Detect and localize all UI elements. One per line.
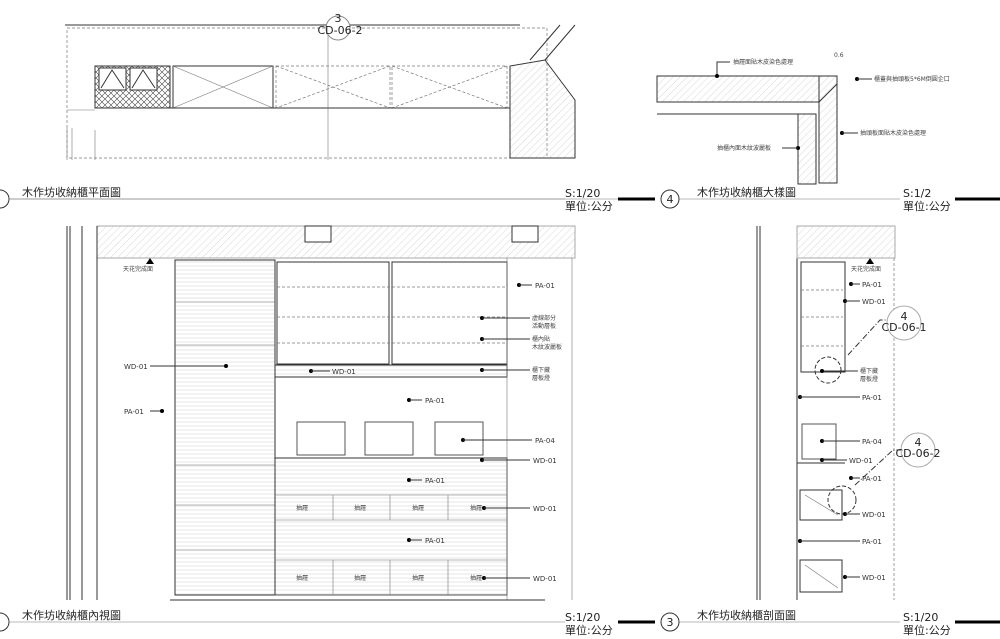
title-plan: 木作坊收納櫃平面圖 S:1/20 單位:公分 — [0, 185, 1000, 213]
note: 虛線部分 — [532, 314, 556, 322]
detail-note: 抽頭板面貼木皮染色處理 — [860, 129, 926, 137]
ceiling-label: 天花完成面 — [123, 265, 153, 273]
material-tag: WD-01 — [862, 574, 886, 582]
material-tag: WD-01 — [849, 457, 873, 465]
note: 櫃內貼 — [532, 335, 550, 343]
note: 櫃下藏 — [860, 367, 878, 375]
note: 櫃下藏 — [532, 366, 550, 374]
detail-callout-2[interactable] — [900, 432, 936, 468]
material-tag: PA-01 — [425, 537, 445, 545]
note: 層板燈 — [532, 374, 550, 382]
material-tag: PA-01 — [862, 281, 882, 289]
note: 層板燈 — [860, 375, 878, 383]
material-tag: PA-04 — [535, 437, 555, 445]
title-detail: 4 木作坊收納櫃大樣圖 S:1/2 單位:公分 — [655, 185, 1000, 220]
dimension-label: 0.6 — [834, 52, 844, 59]
material-tag: WD-01 — [862, 298, 886, 306]
detail-callout-1[interactable] — [886, 305, 922, 341]
drawing-unit: 單位:公分 — [565, 199, 613, 213]
material-tag: PA-01 — [425, 477, 445, 485]
material-tag: WD-01 — [124, 363, 148, 371]
drawer-label: 抽屜 — [296, 574, 308, 582]
drawing-unit: 單位:公分 — [903, 623, 951, 637]
detail-view: 抽屜面貼木皮染色處理 0.6 櫃蓋與抽頭板5*6M倒圓企口 抽頭板面貼木皮染色處… — [656, 52, 950, 185]
drawing-title: 木作坊收納櫃大樣圖 — [697, 185, 796, 199]
material-tag: WD-01 — [533, 505, 557, 513]
material-tag: PA-01 — [862, 538, 882, 546]
callout-ref: CD-06-2 — [317, 24, 362, 37]
material-tag: WD-01 — [533, 575, 557, 583]
material-tag: PA-01 — [425, 397, 445, 405]
drawer-label: 抽屜 — [470, 504, 482, 512]
callout-number: 3 — [335, 12, 342, 25]
callout-number: 4 — [915, 436, 922, 449]
plan-view: 3 CD-06-2 — [65, 12, 576, 160]
callout-ref: CD-06-2 — [895, 447, 940, 460]
drawing-title: 木作坊收納櫃平面圖 — [22, 185, 121, 199]
note: 木紋波麗板 — [532, 343, 562, 351]
drawing-scale: S:1/20 — [565, 611, 600, 624]
title-section: 3 木作坊收納櫃剖面圖 S:1/20 單位:公分 — [660, 608, 1000, 637]
detail-note: 抽櫃內面木紋波麗板 — [717, 144, 771, 152]
callout-number: 4 — [901, 310, 908, 323]
drawing-unit: 單位:公分 — [903, 199, 951, 213]
drawing-title: 木作坊收納櫃內視圖 — [22, 608, 121, 622]
material-tag: WD-01 — [533, 457, 557, 465]
material-tag: WD-01 — [332, 368, 356, 376]
drawing-scale: S:1/2 — [903, 187, 931, 200]
drawer-label: 抽屜 — [354, 574, 366, 582]
drawer-label: 抽屜 — [470, 574, 482, 582]
drawer-label: 抽屜 — [412, 504, 424, 512]
material-tag: PA-01 — [535, 282, 555, 290]
detail-note: 櫃蓋與抽頭板5*6M倒圓企口 — [874, 75, 950, 83]
drawer-label: 抽屜 — [354, 504, 366, 512]
drawing-number: 3 — [667, 616, 674, 629]
note: 活動層板 — [532, 322, 556, 330]
material-tag: WD-01 — [862, 511, 886, 519]
drawing-unit: 單位:公分 — [565, 623, 613, 637]
material-tag: PA-01 — [124, 408, 144, 416]
drawing-number: 4 — [667, 193, 674, 206]
material-tag: PA-01 — [862, 394, 882, 402]
drawer-label: 抽屜 — [412, 574, 424, 582]
drawer-label: 抽屜 — [296, 504, 308, 512]
ceiling-label: 天花完成面 — [851, 265, 881, 273]
plan-section-marker[interactable] — [325, 15, 351, 41]
material-tag: PA-01 — [862, 475, 882, 483]
drawing-title: 木作坊收納櫃剖面圖 — [697, 608, 796, 622]
material-tag: PA-04 — [862, 438, 882, 446]
detail-note: 抽屜面貼木皮染色處理 — [733, 58, 793, 66]
title-elevation: 木作坊收納櫃內視圖 S:1/20 單位:公分 — [0, 608, 655, 637]
drawing-scale: S:1/20 — [903, 611, 938, 624]
drawing-scale: S:1/20 — [565, 187, 600, 200]
callout-ref: CD-06-1 — [881, 321, 926, 334]
